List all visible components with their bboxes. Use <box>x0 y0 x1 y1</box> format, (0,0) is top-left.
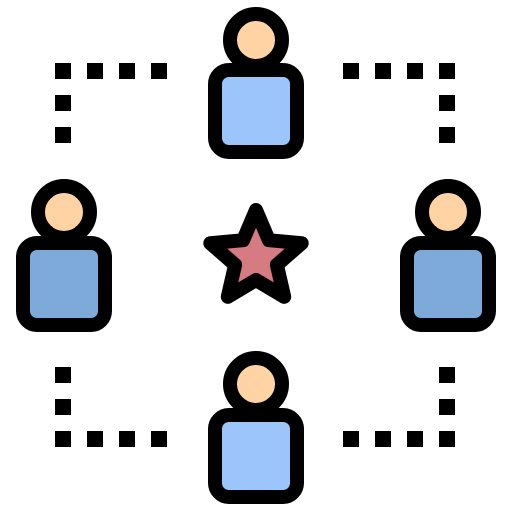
dotted-connector-top-right <box>343 63 455 143</box>
star-icon <box>203 203 309 304</box>
person-right-icon <box>400 179 496 332</box>
person-bottom-icon <box>208 351 304 504</box>
dotted-connector-top-left <box>55 63 167 143</box>
dotted-connector-bottom-left <box>55 367 167 447</box>
person-left-icon <box>16 179 112 332</box>
person-top-icon <box>208 7 304 159</box>
dotted-connector-bottom-right <box>343 367 455 447</box>
